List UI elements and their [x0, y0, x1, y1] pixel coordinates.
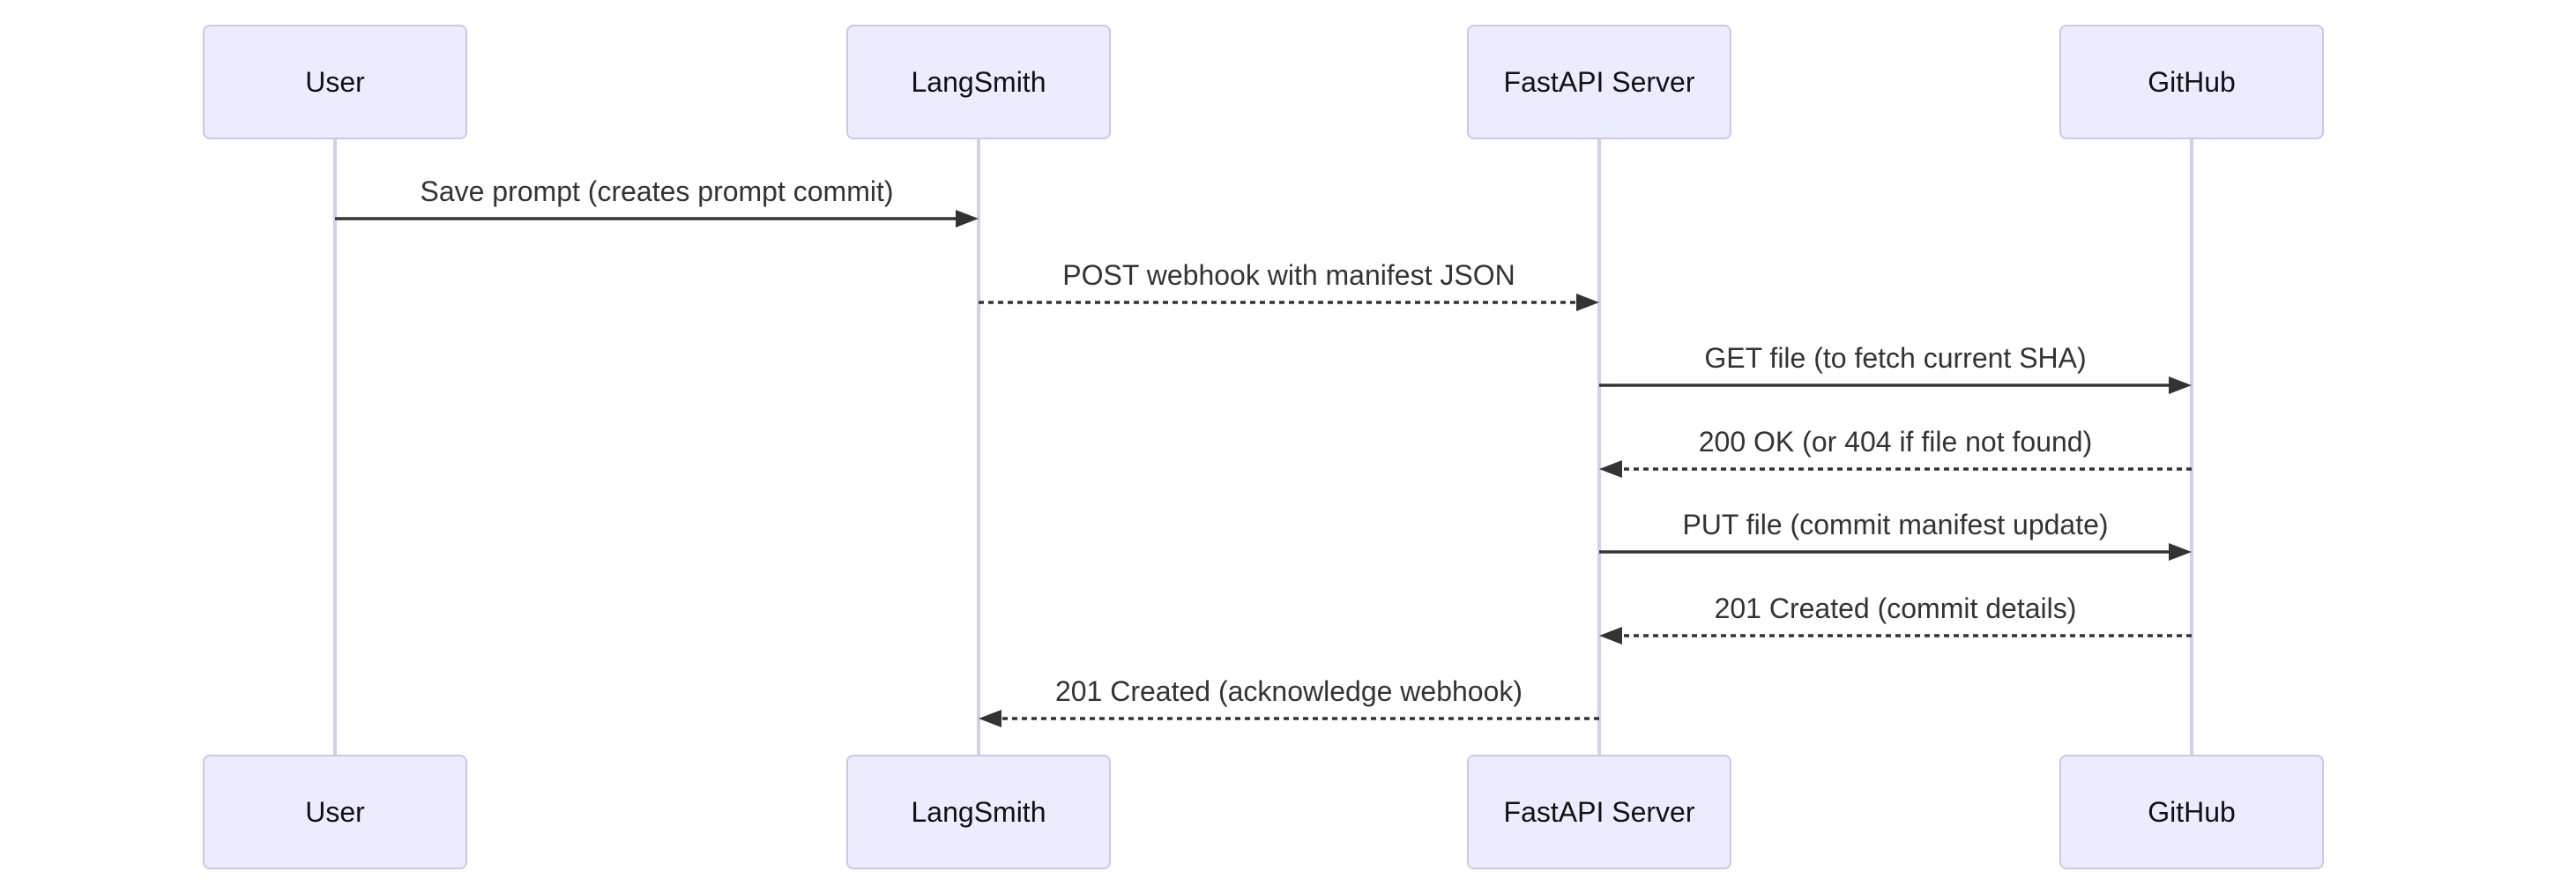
actor-box-user-top: User	[203, 25, 467, 139]
actor-box-fastapi-bottom: FastAPI Server	[1467, 755, 1731, 869]
actor-box-langsmith-bottom: LangSmith	[846, 755, 1111, 869]
actor-box-github-top: GitHub	[2059, 25, 2324, 139]
actor-label-langsmith: LangSmith	[911, 795, 1046, 828]
actor-label-fastapi: FastAPI Server	[1503, 795, 1695, 828]
actor-box-github-bottom: GitHub	[2059, 755, 2324, 869]
message-label-6: 201 Created (acknowledge webhook)	[1054, 675, 1523, 707]
actor-label-github: GitHub	[2148, 65, 2236, 98]
message-arrowhead-3	[1599, 460, 1622, 478]
actor-label-fastapi: FastAPI Server	[1503, 65, 1695, 98]
actor-box-user-bottom: User	[203, 755, 467, 869]
message-label-0: Save prompt (creates prompt commit)	[420, 175, 894, 207]
message-label-2: GET file (to fetch current SHA)	[1704, 342, 2087, 374]
message-arrowhead-6	[979, 710, 1001, 727]
actor-box-langsmith-top: LangSmith	[846, 25, 1111, 139]
message-arrowhead-1	[1576, 294, 1599, 311]
message-label-4: PUT file (commit manifest update)	[1682, 509, 2109, 540]
message-label-3: 200 OK (or 404 if file not found)	[1698, 426, 2093, 458]
message-arrowhead-5	[1599, 627, 1622, 644]
message-arrowhead-2	[2169, 376, 2192, 394]
actor-label-user: User	[305, 65, 365, 98]
message-label-1: POST webhook with manifest JSON	[1062, 259, 1515, 291]
message-arrowhead-0	[956, 210, 979, 227]
message-arrowhead-4	[2169, 543, 2192, 561]
actor-label-github: GitHub	[2148, 795, 2236, 828]
actor-label-langsmith: LangSmith	[911, 65, 1046, 98]
message-label-5: 201 Created (commit details)	[1714, 592, 2077, 624]
actor-box-fastapi-top: FastAPI Server	[1467, 25, 1731, 139]
actor-label-user: User	[305, 795, 365, 828]
